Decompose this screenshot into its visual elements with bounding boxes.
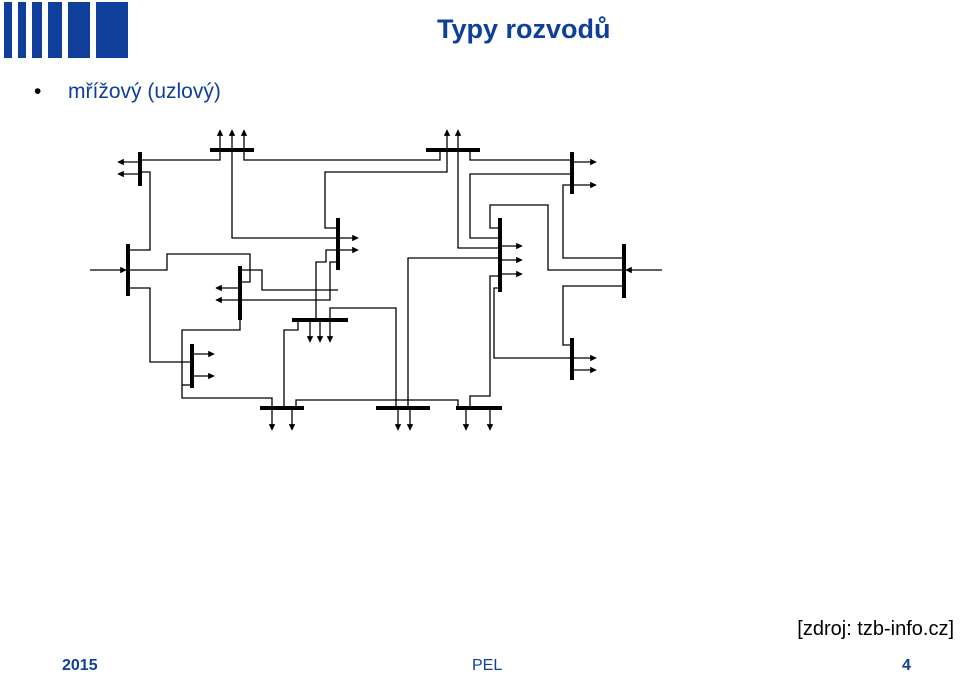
bullet-dot-icon: • [34, 80, 42, 103]
mesh-network-diagram [90, 129, 662, 431]
footer-subject: PEL [472, 657, 503, 674]
line [128, 287, 192, 363]
line [128, 253, 251, 283]
line [469, 173, 572, 239]
line [140, 150, 221, 161]
slide-title: Typy rozvodů [437, 14, 611, 44]
line [562, 285, 624, 346]
line [181, 320, 273, 408]
line [329, 307, 397, 408]
line [231, 150, 338, 239]
line [469, 275, 500, 408]
line [493, 287, 572, 359]
line [489, 204, 624, 271]
connection-lines [128, 150, 624, 408]
bullet-text: mřížový (uzlový) [68, 80, 221, 103]
busbars [126, 148, 626, 410]
line [407, 257, 500, 408]
line [243, 150, 441, 161]
line [283, 320, 299, 408]
line [128, 171, 151, 251]
line [562, 184, 624, 259]
line [239, 261, 338, 301]
line [469, 150, 572, 161]
footer-page-number: 4 [902, 657, 911, 674]
bullet-item: • mřížový (uzlový) [34, 80, 221, 104]
source-citation: [zdroj: tzb-info.cz] [797, 618, 954, 640]
line [295, 399, 459, 408]
line [457, 150, 500, 249]
line [324, 150, 448, 229]
logo-stripes-icon [4, 2, 128, 58]
load-arrows [90, 129, 662, 431]
line [240, 269, 338, 291]
footer-year: 2015 [62, 657, 98, 674]
line [315, 249, 338, 318]
